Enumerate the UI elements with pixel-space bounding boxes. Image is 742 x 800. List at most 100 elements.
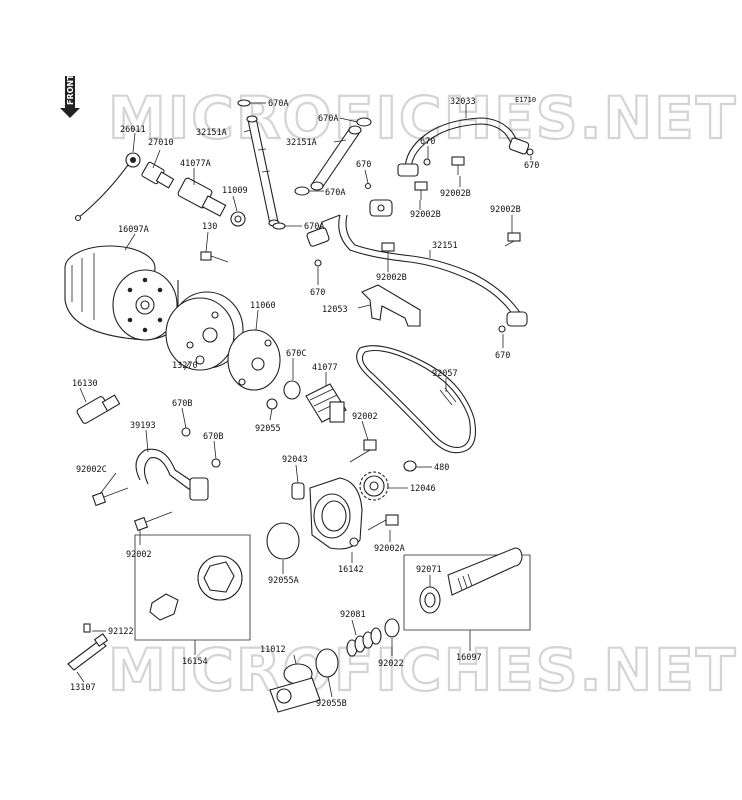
- label-27010: 27010: [148, 138, 174, 148]
- label-41077a: 41077A: [180, 159, 211, 169]
- label-32151: 32151: [432, 241, 458, 251]
- label-11009: 11009: [222, 186, 248, 196]
- label-92002: 92002: [126, 550, 152, 560]
- label-39193: 39193: [130, 421, 156, 431]
- label-92055: 92055: [255, 424, 281, 434]
- part-32151-pipe: [306, 199, 528, 327]
- ring-480: [403, 460, 417, 472]
- oring-670-upper: [423, 158, 431, 166]
- label-92002b: 92002B: [440, 189, 471, 199]
- label-92002b: 92002B: [410, 210, 441, 220]
- label-670: 670: [310, 288, 325, 298]
- label-92002a: 92002A: [374, 544, 405, 554]
- bolt-92002b-1: [451, 156, 465, 175]
- label-32151a: 32151A: [196, 128, 227, 138]
- label-92002b: 92002B: [376, 273, 407, 283]
- leader-lines: [76, 102, 532, 698]
- bolt-92002a: [367, 514, 399, 531]
- label-670a: 670A: [268, 99, 288, 109]
- part-11009-washer: [230, 211, 246, 227]
- part-11060-gasket: [227, 329, 281, 391]
- oring-92055: [266, 398, 278, 410]
- pin-92043: [291, 482, 305, 500]
- label-92122: 92122: [108, 627, 134, 637]
- oring-670-mid: [364, 182, 372, 190]
- oring-670b-2: [211, 458, 221, 468]
- label-32151a: 32151A: [286, 138, 317, 148]
- part-27010-switch: [141, 161, 175, 189]
- label-16097a: 16097A: [118, 225, 149, 235]
- label-92055b: 92055B: [316, 699, 347, 709]
- label-670a: 670A: [304, 222, 324, 232]
- diagram-code: E1710: [515, 96, 536, 104]
- label-92002: 92002: [352, 412, 378, 422]
- label-41077: 41077: [312, 363, 338, 373]
- part-32151a-pipe-center: [310, 125, 362, 191]
- part-32033-pipe: [397, 117, 530, 177]
- oring-670c: [283, 380, 301, 400]
- front-arrow-icon: FRONT: [60, 74, 80, 118]
- oring-670-right: [526, 148, 534, 156]
- label-670: 670: [495, 351, 510, 361]
- label-480: 480: [434, 463, 449, 473]
- washer-92022: [384, 618, 400, 638]
- part-92081-spring: [346, 627, 382, 657]
- label-13107: 13107: [70, 683, 96, 693]
- label-92081: 92081: [340, 610, 366, 620]
- label-670a: 670A: [318, 114, 338, 124]
- label-670b: 670B: [203, 432, 223, 442]
- part-16142-pump-housing: [309, 477, 363, 550]
- label-670c: 670C: [286, 349, 306, 359]
- oring-670b-1: [181, 427, 191, 437]
- part-92057-chain: [356, 345, 477, 454]
- bolt-92002b-2: [414, 181, 428, 200]
- part-26011-sensor: [74, 152, 141, 222]
- bolt-130: [200, 251, 229, 263]
- label-32033: 32033: [450, 97, 476, 107]
- label-12053: 12053: [322, 305, 348, 315]
- pin-92122: [83, 623, 91, 633]
- oring-670a-bottom: [272, 222, 286, 230]
- part-12046-sprocket: [359, 471, 389, 501]
- part-labels: 670A 32033 670A 26011 32151A 27010 32151…: [70, 97, 539, 709]
- part-16097-shaft: [403, 547, 531, 631]
- part-16130-sensor: [76, 394, 121, 424]
- label-670b: 670B: [172, 399, 192, 409]
- label-92022: 92022: [378, 659, 404, 669]
- bolt-92002b-3: [504, 232, 521, 247]
- bolt-92002-center: [349, 439, 377, 463]
- watermark-bottom: MICROFICHES.NET: [108, 636, 737, 704]
- part-12053-guide: [361, 284, 421, 327]
- part-11012-plug: [269, 663, 321, 713]
- label-11012: 11012: [260, 645, 286, 655]
- label-11060: 11060: [250, 301, 276, 311]
- oring-670a-top: [237, 99, 251, 107]
- label-16154: 16154: [182, 657, 208, 667]
- oring-92055a: [266, 522, 300, 560]
- label-16130: 16130: [72, 379, 98, 389]
- label-92071: 92071: [416, 565, 442, 575]
- part-16097a-oil-filter: [64, 245, 179, 341]
- oring-670-bottom: [498, 325, 506, 333]
- label-670a: 670A: [325, 188, 345, 198]
- front-label: FRONT: [66, 74, 75, 105]
- watermark-top: MICROFICHES.NET: [108, 84, 737, 152]
- part-39193-pipe: [135, 448, 209, 501]
- bolt-92002-left: [133, 511, 173, 532]
- label-130: 130: [202, 222, 217, 232]
- label-92057: 92057: [432, 369, 458, 379]
- oring-670a-center-bottom: [294, 186, 310, 196]
- label-92002b: 92002B: [490, 205, 521, 215]
- part-13270-plate: [165, 291, 244, 371]
- label-16097: 16097: [456, 653, 482, 663]
- part-13107-shaft: [67, 633, 109, 671]
- part-41077a-fitting: [177, 177, 227, 217]
- label-92002c: 92002C: [76, 465, 107, 475]
- label-13270: 13270: [172, 361, 198, 371]
- part-16154-rotor-set: [134, 534, 251, 641]
- label-670: 670: [420, 137, 435, 147]
- part-41077-valve: [305, 383, 347, 423]
- oring-670-left: [314, 259, 322, 267]
- label-92055a: 92055A: [268, 576, 299, 586]
